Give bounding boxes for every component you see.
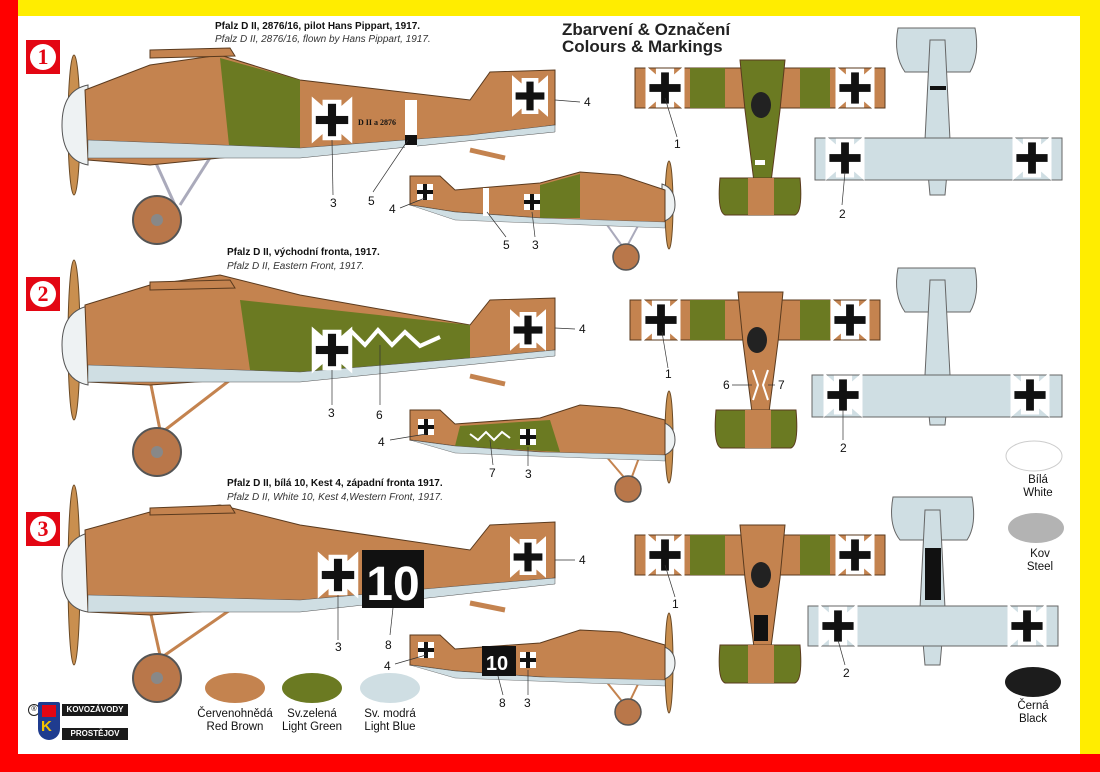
scheme-3-small-side-view: 10 <box>409 612 676 726</box>
callout-label: 1 <box>674 137 681 151</box>
callout-label: 3 <box>532 238 539 252</box>
frame-bottom-border <box>0 754 1100 772</box>
callout-label: 2 <box>843 666 850 680</box>
callout-label: 8 <box>499 696 506 710</box>
frame-top-border <box>0 0 1100 16</box>
scheme-1-top-view <box>634 59 886 216</box>
scheme-1-bottom-view <box>814 27 1063 196</box>
scheme-3-side-view: 10 <box>61 484 556 703</box>
scheme-3-caption-cz: Pfalz D II, bílá 10, Kest 4, západní fro… <box>227 478 443 489</box>
manufacturer-logo: ® K KOVOZÁVODY PROSTĚJOV <box>28 702 128 742</box>
callout-leader-lines <box>331 97 846 696</box>
scheme-1-badge: 1 <box>26 40 60 74</box>
callout-label: 4 <box>579 553 586 567</box>
title-czech: Zbarvení & Označení <box>562 20 731 39</box>
swatch-light-green <box>282 673 342 703</box>
scheme-1-small-side-view <box>409 160 676 271</box>
callout-label: 3 <box>330 196 337 210</box>
scheme-1-serial: D II a 2876 <box>358 118 396 127</box>
callout-label: 6 <box>723 378 730 392</box>
scheme-1-side-view: D II a 2876 <box>61 47 556 245</box>
callout-label: 2 <box>839 207 846 221</box>
frame-right-border <box>1080 0 1100 772</box>
callout-label: 7 <box>489 466 496 480</box>
logo-line-2: PROSTĚJOV <box>62 728 128 740</box>
callout-label: 4 <box>579 322 586 336</box>
swatch-white <box>1005 440 1063 472</box>
swatch-red-brown <box>205 673 265 703</box>
frame-left-border <box>0 0 18 772</box>
scheme-2-bottom-view <box>811 267 1063 426</box>
scheme-3-badge: 3 <box>26 512 60 546</box>
title-english: Colours & Markings <box>562 37 723 56</box>
callout-label: 5 <box>368 194 375 208</box>
callout-label: 1 <box>665 367 672 381</box>
scheme-3-bottom-view <box>807 496 1059 666</box>
swatch-steel <box>1008 513 1064 543</box>
callout-label: 7 <box>778 378 785 392</box>
scheme-1-caption-en: Pfalz D II, 2876/16, flown by Hans Pippa… <box>215 34 431 45</box>
callout-label: 4 <box>384 659 391 673</box>
callout-label: 5 <box>503 238 510 252</box>
callout-label: 8 <box>385 638 392 652</box>
scheme-3-caption-en: Pfalz D II, White 10, Kest 4,Western Fro… <box>227 492 444 503</box>
scheme-1-caption-cz: Pfalz D II, 2876/16, pilot Hans Pippart,… <box>215 21 421 32</box>
scheme-2-top-view <box>629 291 881 449</box>
scheme-2-badge: 2 <box>26 277 60 311</box>
swatch-light-blue <box>360 673 420 703</box>
scheme-2-side-view <box>61 259 556 477</box>
scheme-2-small-side-view <box>409 390 676 503</box>
callout-label: 2 <box>840 441 847 455</box>
scheme-2-caption-en: Pfalz D II, Eastern Front, 1917. <box>227 261 365 272</box>
callout-label: 3 <box>328 406 335 420</box>
callout-label: 4 <box>389 202 396 216</box>
shield-icon: K <box>38 702 60 740</box>
callout-label: 6 <box>376 408 383 422</box>
callout-label: 4 <box>584 95 591 109</box>
scheme-3-top-view <box>634 524 886 684</box>
callout-label: 3 <box>525 467 532 481</box>
callout-label: 1 <box>672 597 679 611</box>
logo-line-1: KOVOZÁVODY <box>62 704 128 716</box>
scheme-3-fuselage-number: 10 <box>366 558 419 611</box>
scheme-2-caption-cz: Pfalz D II, východní fronta, 1917. <box>227 247 380 258</box>
swatch-black <box>1005 667 1061 697</box>
callout-label: 3 <box>524 696 531 710</box>
callout-label: 3 <box>335 640 342 654</box>
scheme-3-small-number: 10 <box>486 653 508 675</box>
callout-label: 4 <box>378 435 385 449</box>
